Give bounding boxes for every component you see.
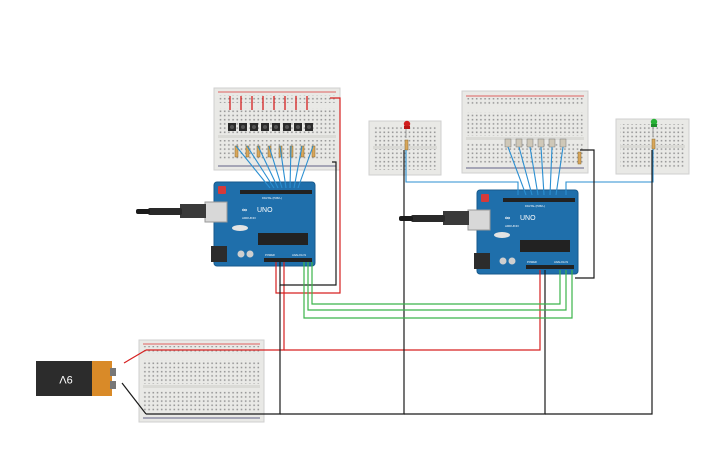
model-label-left: UNO	[257, 207, 273, 214]
power-label-left: POWER	[265, 253, 275, 257]
usb-cable-right	[399, 211, 469, 225]
digital-label-left: DIGITAL (PWM~)	[262, 196, 282, 200]
model-label-right: UNO	[520, 215, 536, 222]
brand-label-right: ARDUINO	[505, 224, 520, 228]
usb-port-left	[204, 201, 228, 223]
analog-label-right: ANALOG IN	[554, 260, 568, 264]
blue-wires-resistors[interactable]	[405, 146, 654, 196]
button-power-wires[interactable]	[229, 96, 308, 110]
svg-text:∞: ∞	[242, 207, 247, 214]
battery-label: 9V	[59, 373, 73, 385]
arduino-uno-right[interactable]: ∞ UNO ARDUINO DIGITAL (PWM~) POWER ANALO…	[467, 189, 579, 275]
push-buttons[interactable]	[228, 123, 313, 131]
usb-port-right	[467, 209, 491, 231]
red-power-wires[interactable]	[123, 97, 541, 364]
analog-label-left: ANALOG IN	[292, 253, 306, 257]
svg-text:∞: ∞	[505, 215, 510, 222]
green-signal-wires[interactable]	[303, 262, 573, 319]
chip-left	[258, 233, 308, 245]
digital-label-right: DIGITAL (PWM~)	[525, 204, 545, 208]
breadboard-power[interactable]	[138, 339, 265, 423]
blue-wires-buttons[interactable]	[235, 145, 314, 189]
brand-label-left: ARDUINO	[242, 216, 257, 220]
chip-right	[520, 240, 570, 252]
reset-button-left[interactable]	[218, 186, 226, 194]
dc-jack-left	[211, 246, 227, 262]
breadboard-resistors[interactable]	[461, 90, 589, 174]
usb-cable-left	[136, 204, 206, 218]
battery-9v[interactable]: 9V	[36, 361, 116, 396]
dc-jack-right	[474, 253, 490, 269]
reset-button-right[interactable]	[481, 194, 489, 202]
power-label-right: POWER	[527, 260, 537, 264]
led-resistors[interactable]	[504, 138, 582, 165]
arduino-uno-left[interactable]: ∞ UNO ARDUINO DIGITAL (PWM~) POWER ANALO…	[204, 181, 316, 267]
